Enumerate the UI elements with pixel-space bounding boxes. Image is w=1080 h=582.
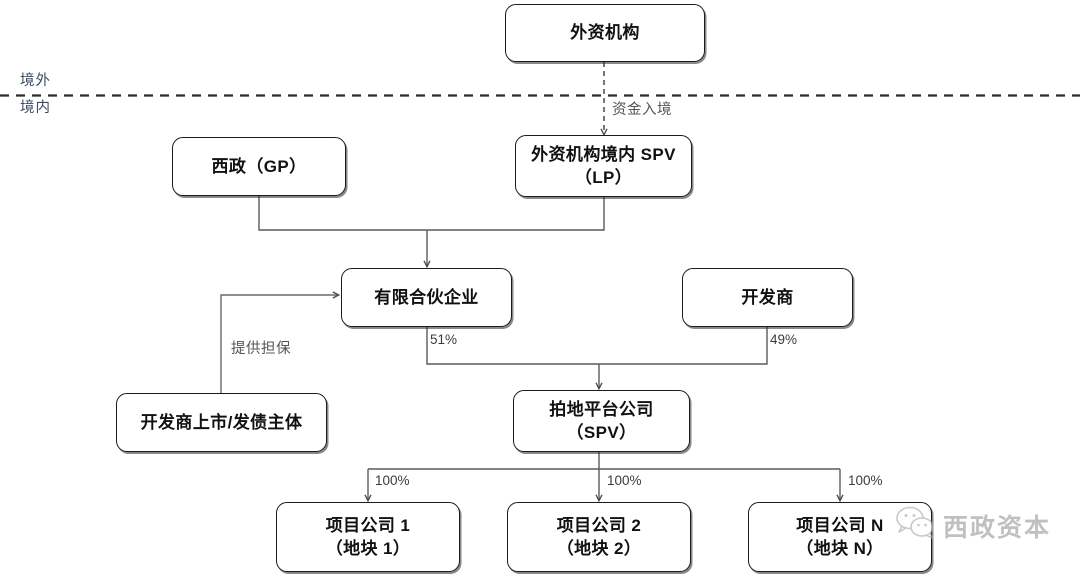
node-foreign-onshore-spv-line2: （LP）	[574, 168, 633, 187]
edge-label-provide-guarantee: 提供担保	[231, 341, 291, 357]
edge-label-share-100-b: 100%	[607, 473, 642, 488]
node-developer-listed-bond-entity-line1: 开发商上市/发债主体	[140, 412, 303, 432]
edge-label-capital-inflow: 资金入境	[612, 102, 672, 118]
node-xizheng-gp-line1: 西政（GP）	[211, 156, 307, 176]
node-foreign-onshore-spv-line1: 外资机构境内 SPV	[531, 144, 676, 164]
node-limited-partnership[interactable]: 有限合伙企业	[341, 268, 512, 327]
node-xizheng-gp[interactable]: 西政（GP）	[172, 137, 346, 196]
node-project-company-2-line2: （地块 2）	[556, 539, 642, 558]
node-land-bidding-platform[interactable]: 拍地平台公司 （SPV）	[513, 390, 690, 452]
node-land-bidding-platform-line2: （SPV）	[566, 423, 637, 442]
node-project-company-2[interactable]: 项目公司 2 （地块 2）	[507, 502, 691, 572]
node-developer-listed-bond-entity[interactable]: 开发商上市/发债主体	[116, 393, 327, 452]
region-label-onshore: 境内	[20, 100, 51, 116]
node-developer-line1: 开发商	[741, 287, 794, 307]
node-project-company-1-line1: 项目公司 1	[325, 515, 411, 535]
watermark-text: 西政资本	[943, 512, 1052, 542]
edge-lp-to-partnership	[427, 197, 605, 231]
edge-label-share-100-c: 100%	[848, 473, 883, 488]
node-project-company-n-line1: 项目公司 N	[796, 515, 884, 535]
node-land-bidding-platform-line1: 拍地平台公司	[549, 399, 654, 419]
node-foreign-onshore-spv[interactable]: 外资机构境内 SPV （LP）	[515, 135, 692, 197]
node-limited-partnership-line1: 有限合伙企业	[374, 287, 479, 307]
node-project-company-n-line2: （地块 N）	[796, 539, 884, 558]
edge-gp-to-partnership	[258, 196, 427, 231]
edge-label-share-100-a: 100%	[375, 473, 410, 488]
node-foreign-institution-line1: 外资机构	[570, 23, 640, 43]
watermark: 西政资本	[895, 505, 1051, 546]
node-foreign-institution[interactable]: 外资机构	[505, 4, 705, 62]
region-label-offshore: 境外	[20, 73, 51, 89]
edge-label-share-51: 51%	[430, 332, 458, 347]
node-developer[interactable]: 开发商	[682, 268, 853, 327]
node-project-company-1[interactable]: 项目公司 1 （地块 1）	[276, 502, 460, 572]
wechat-icon	[895, 505, 937, 546]
node-project-company-2-line1: 项目公司 2	[556, 515, 642, 535]
node-project-company-1-line2: （地块 1）	[325, 539, 411, 558]
edge-share-49	[599, 327, 768, 365]
edge-label-share-49: 49%	[770, 332, 798, 347]
